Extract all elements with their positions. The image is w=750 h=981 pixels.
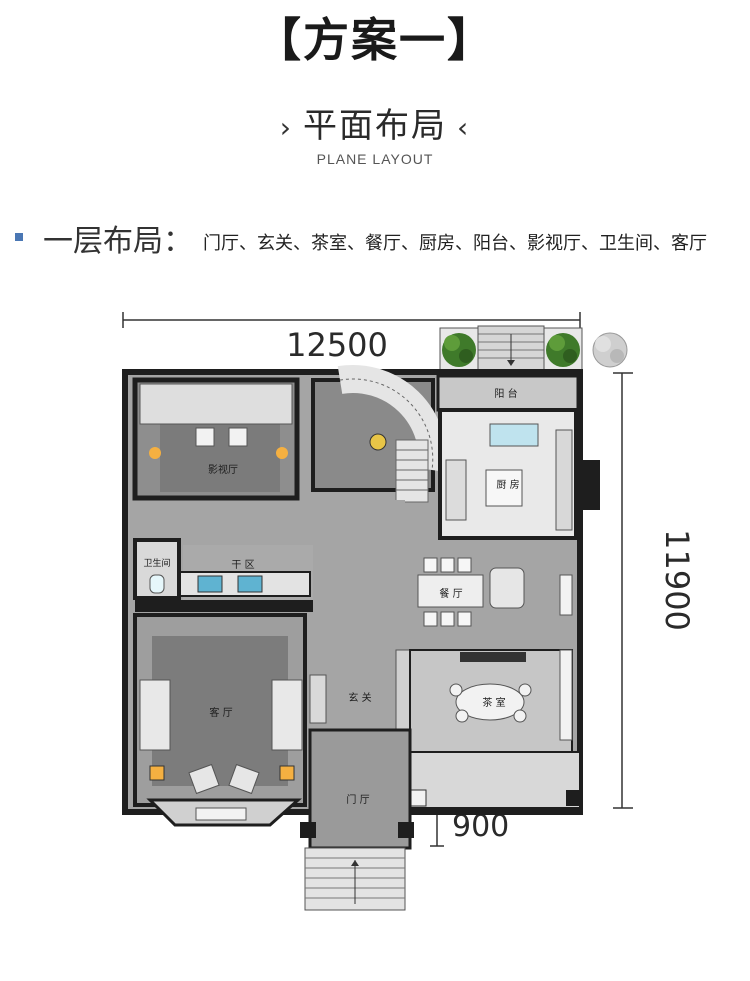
balcony-steps xyxy=(477,325,545,371)
room-label-tea: 茶 室 xyxy=(482,696,505,709)
room-entrance: 门 厅 xyxy=(300,728,414,850)
depth-dimension: 11900 xyxy=(613,372,696,809)
room-dining: 餐 厅 xyxy=(417,557,525,627)
room-label-dining: 餐 厅 xyxy=(439,587,462,600)
room-tea: 茶 室 xyxy=(409,649,573,753)
room-dry-zone: 干 区 xyxy=(135,545,313,612)
room-label-kitchen: 厨 房 xyxy=(496,478,519,491)
room-theater: 影视厅 xyxy=(132,377,300,501)
stair-hall xyxy=(311,364,447,503)
room-balcony: 阳 台 xyxy=(436,374,580,412)
subtitle-english: PLANE LAYOUT xyxy=(316,151,434,167)
subtitle-text: 平面布局 xyxy=(303,106,447,146)
width-dimension: 12500 xyxy=(122,312,581,364)
shrub-grey xyxy=(592,332,628,368)
room-label-dry-zone: 干 区 xyxy=(231,559,254,571)
section-heading: 一层布局： xyxy=(43,224,193,259)
room-living: 客 厅 xyxy=(133,613,307,827)
bullet-square-icon xyxy=(15,233,23,241)
planter-left xyxy=(439,327,479,371)
front-porch xyxy=(404,751,582,809)
depth-dimension-label: 11900 xyxy=(658,529,696,631)
room-label-bathroom: 卫生间 xyxy=(143,557,170,569)
entrance-steps xyxy=(304,847,406,911)
room-kitchen: 厨 房 xyxy=(438,408,600,540)
width-dimension-label: 12500 xyxy=(286,326,388,364)
windows-right xyxy=(559,574,573,741)
room-label-entrance: 门 厅 xyxy=(346,793,369,806)
room-bathroom: 卫生间 xyxy=(133,538,181,600)
room-label-balcony: 阳 台 xyxy=(494,387,517,400)
page-title: 【方案一】 xyxy=(255,13,495,67)
section-subtitle: › 平面布局 ‹ xyxy=(0,98,750,147)
chevron-right-icon: › xyxy=(279,111,293,144)
planter-right xyxy=(543,327,583,371)
room-label-foyer: 玄 关 xyxy=(348,691,371,704)
room-list-text: 门厅、玄关、茶室、餐厅、厨房、阳台、影视厅、卫生间、客厅 xyxy=(203,233,707,254)
room-foyer: 玄 关 xyxy=(309,500,411,731)
chevron-left-icon: ‹ xyxy=(457,111,471,144)
room-label-theater: 影视厅 xyxy=(208,463,238,476)
room-label-living: 客 厅 xyxy=(209,706,232,719)
